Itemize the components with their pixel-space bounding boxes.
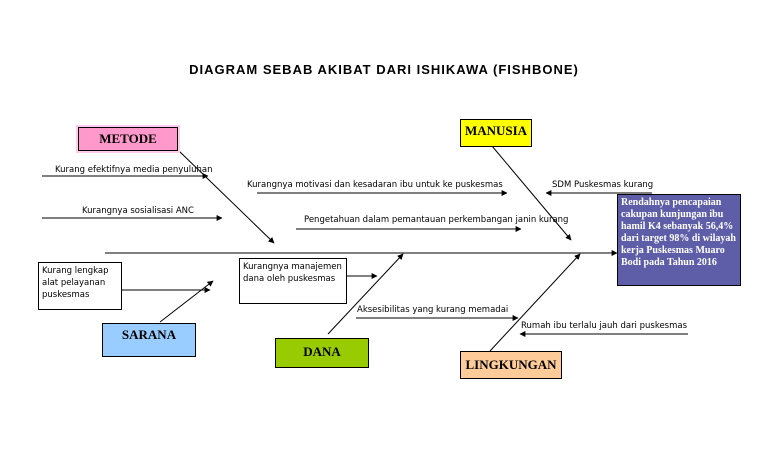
bone-metode	[177, 149, 275, 244]
cause-manusia-3: Pengetahuan dalam pemantauan perkembanga…	[304, 215, 569, 225]
category-lingkungan: LINGKUNGAN	[460, 351, 562, 379]
bone-manusia	[491, 145, 572, 241]
bone-dana	[327, 253, 404, 335]
bone-sarana	[159, 280, 214, 323]
bone-lingkungan	[489, 253, 581, 352]
diagram-title: DIAGRAM SEBAB AKIBAT DARI ISHIKAWA (FISH…	[189, 62, 579, 77]
category-dana: DANA	[275, 338, 369, 368]
cause-metode-1: Kurang efektifnya media penyuluhan	[55, 165, 213, 175]
cause-dana-2: Aksesibilitas yang kurang memadai	[357, 305, 509, 315]
cause-manusia-2: SDM Puskesmas kurang	[552, 180, 654, 190]
cause-sarana-1: Kurang lengkap alat pelayanan puskesmas	[38, 262, 122, 310]
cause-lingkungan-1: Rumah ibu terlalu jauh dari puskesmas	[521, 321, 688, 331]
cause-metode-2: Kurangnya sosialisasi ANC	[82, 206, 194, 216]
effect-box: Rendahnya pencapaian cakupan kunjungan i…	[617, 194, 741, 286]
category-manusia: MANUSIA	[460, 119, 532, 147]
cause-manusia-1: Kurangnya motivasi dan kesadaran ibu unt…	[247, 180, 503, 190]
category-metode: METODE	[78, 127, 178, 151]
category-sarana: SARANA	[102, 323, 196, 357]
cause-dana-1: Kurangnya manajemen dana oleh puskesmas	[239, 258, 347, 304]
